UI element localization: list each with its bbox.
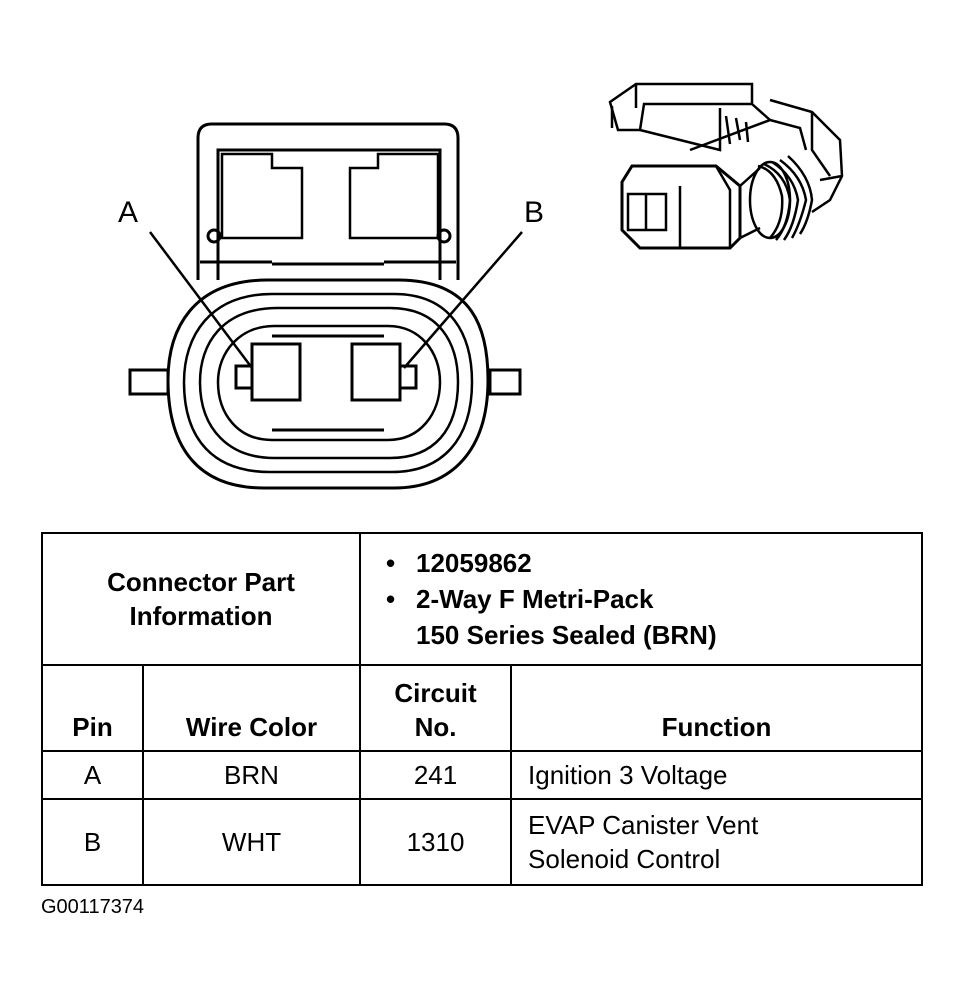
bullet-2: • (386, 584, 396, 614)
row-a-pin: A (41, 750, 144, 800)
connector-info-table: Connector Part Information • 12059862 • 2-… (40, 532, 924, 886)
bullet-1: • (386, 548, 396, 578)
connector-part-row: Connector Part Information • 12059862 • 2-… (40, 532, 924, 666)
pin-b-label: B (524, 196, 545, 229)
pin-a-label: A (118, 196, 139, 229)
figure-id: G00117374 (41, 896, 145, 918)
row-b-function-line2: Solenoid Control (528, 844, 721, 874)
connector-3d-view (608, 82, 844, 250)
row-b-function-line1: EVAP Canister Vent (528, 810, 759, 840)
row-a-wire-color: BRN (141, 750, 362, 800)
col-circuit-header-line2: No. (414, 712, 457, 742)
col-wire-color-header: Wire Color (141, 664, 362, 752)
column-header-row: Pin Wire Color Circuit No. Function (41, 664, 924, 752)
row-b-wire-color: WHT (141, 798, 362, 886)
col-circuit-header: Circuit No. (359, 664, 513, 752)
connector-part-label-text: Connector Part Information (107, 567, 295, 631)
table-row: B WHT 1310 EVAP Canister Vent Solenoid C… (41, 798, 924, 886)
row-b-function: EVAP Canister Vent Solenoid Control (510, 798, 924, 886)
connector-drawing (128, 82, 844, 490)
row-a-circuit: 241 (359, 750, 513, 800)
table-row: A BRN 241 Ignition 3 Voltage (41, 750, 924, 800)
col-circuit-header-line1: Circuit (394, 678, 477, 708)
part-description-line1: 2-Way F Metri-Pack (416, 584, 654, 614)
row-a-function: Ignition 3 Voltage (510, 750, 924, 800)
connector-part-label: Connector Part Information (40, 532, 362, 666)
connector-face-view (128, 122, 523, 490)
row-b-pin: B (41, 798, 144, 886)
part-number: 12059862 (416, 548, 532, 578)
row-b-circuit: 1310 (359, 798, 513, 886)
col-pin-header: Pin (41, 664, 144, 752)
col-function-header: Function (510, 664, 924, 752)
connector-part-details: • 12059862 • 2-Way F Metri-Pack 150 Series… (359, 532, 924, 666)
part-description-line2: 150 Series Sealed (BRN) (416, 620, 717, 650)
